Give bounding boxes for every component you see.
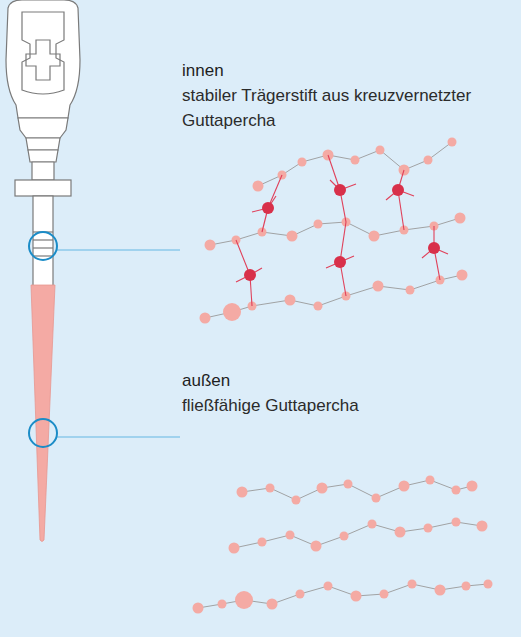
monomer-dot (369, 231, 380, 242)
monomer-dot (253, 181, 264, 192)
monomer-dot (324, 582, 333, 591)
monomer-dot (314, 302, 323, 311)
chain-line (258, 142, 452, 186)
monomer-dot (218, 600, 227, 609)
crosslink-dot (262, 202, 274, 214)
monomer-dot (426, 476, 435, 485)
monomer-dot (286, 531, 295, 540)
monomer-dot (373, 281, 384, 292)
monomer-dot (340, 532, 349, 541)
part-description: fließfähige Guttapercha (182, 393, 502, 418)
monomer-dot (368, 520, 377, 529)
monomer-dot (314, 220, 323, 229)
monomer-dot (296, 590, 305, 599)
monomer-dot (351, 156, 360, 165)
monomer-dot (372, 494, 381, 503)
monomer-dot (424, 156, 433, 165)
monomer-dot (477, 521, 488, 532)
monomer-dot (267, 599, 278, 610)
monomer-dot (229, 543, 240, 554)
monomer-dot (376, 146, 385, 155)
crosslinked-molecules (200, 138, 468, 324)
crosslink-dot (334, 256, 346, 268)
monomer-dot (193, 603, 204, 614)
instrument (6, 0, 80, 286)
part-heading: innen (182, 58, 502, 83)
chain-line (234, 522, 482, 548)
monomer-dot (258, 538, 267, 547)
monomer-dot (457, 270, 468, 281)
monomer-dot (351, 591, 362, 602)
monomer-dot (462, 582, 471, 591)
monomer-dot (455, 213, 466, 224)
monomer-dot (408, 580, 417, 589)
chain-line (242, 480, 472, 500)
crosslink-dot (428, 242, 440, 254)
monomer-dot (484, 580, 493, 589)
monomer-dot (395, 527, 406, 538)
monomer-dot (235, 591, 253, 609)
chain-line (198, 584, 488, 608)
crosslink-dot (392, 184, 404, 196)
monomer-dot (467, 481, 478, 492)
part-description: stabiler Trägerstift aus kreuzvernetzter… (182, 83, 500, 133)
monomer-dot (311, 541, 322, 552)
monomer-dot (205, 240, 216, 251)
monomer-dot (380, 590, 389, 599)
monomer-dot (223, 303, 241, 321)
monomer-dot (298, 158, 307, 167)
monomer-dot (399, 481, 410, 492)
part-heading: außen (182, 368, 502, 393)
monomer-dot (406, 286, 415, 295)
monomer-dot (424, 524, 433, 533)
monomer-dot (200, 313, 211, 324)
monomer-dot (344, 480, 353, 489)
monomer-dot (317, 483, 328, 494)
guttapercha-cone (31, 285, 55, 542)
crosslink-dot (244, 269, 256, 281)
chain-line (210, 218, 460, 245)
crosslink-dot (334, 184, 346, 196)
monomer-dot (287, 231, 298, 242)
monomer-dot (435, 585, 446, 596)
chain-line (205, 275, 462, 318)
crosslink-line (398, 190, 404, 230)
monomer-dot (452, 486, 461, 495)
monomer-dot (292, 496, 301, 505)
linear-molecules (193, 476, 493, 614)
monomer-dot (452, 518, 461, 527)
monomer-dot (237, 487, 248, 498)
crosslink-line (340, 222, 346, 262)
monomer-dot (266, 484, 275, 493)
monomer-dot (448, 138, 457, 147)
monomer-dot (285, 295, 296, 306)
callouts (29, 232, 180, 447)
